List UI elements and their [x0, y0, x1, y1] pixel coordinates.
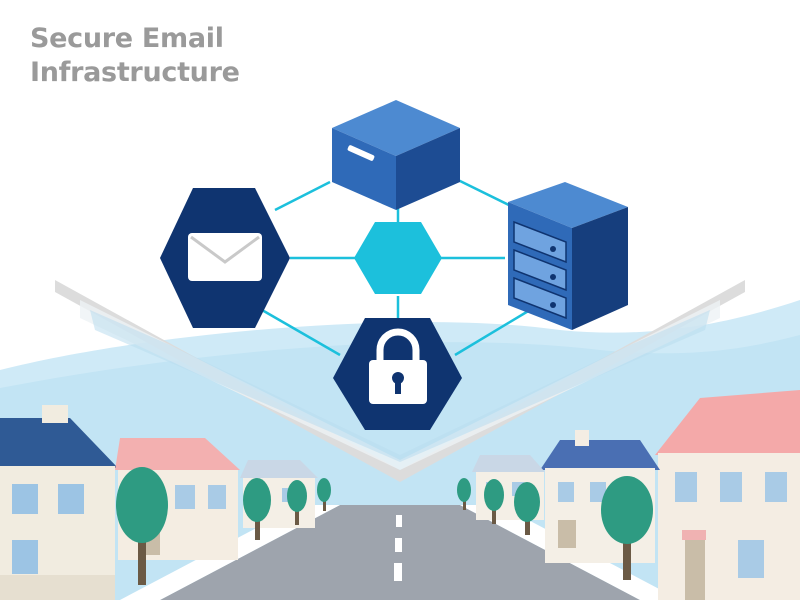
envelope-icon	[160, 188, 290, 328]
padlock-icon	[333, 318, 462, 430]
hub-hexagon-icon	[354, 222, 442, 294]
page-title: Secure Email Infrastructure	[30, 22, 240, 90]
trees	[116, 467, 653, 585]
server-box-icon	[332, 100, 460, 210]
title-line-1: Secure Email	[30, 23, 224, 54]
connection-lines	[261, 178, 531, 357]
title-line-2: Infrastructure	[30, 57, 240, 88]
server-rack-icon	[508, 182, 628, 330]
